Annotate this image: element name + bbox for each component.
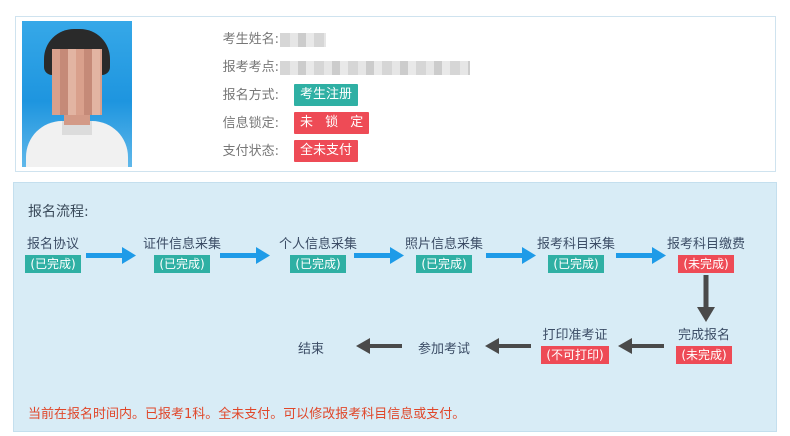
step-status-badge: (已完成) (154, 255, 210, 273)
step-label: 证件信息采集 (142, 237, 221, 252)
step-print-admission-ticket[interactable]: 打印准考证 (不可打印) (529, 328, 621, 364)
reg-method-badge: 考生注册 (294, 84, 359, 106)
arrow-down-icon (697, 275, 715, 322)
step-status-badge: (未完成) (678, 255, 734, 273)
candidate-info-card: 考生姓名: 报考考点: 报名方式: 考生注册 信息锁定: 未 锁 定 支付状态:… (15, 16, 776, 172)
label-exam-site: 报考考点: (222, 60, 279, 75)
step-label: 报考科目采集 (536, 237, 615, 252)
step-label: 个人信息采集 (278, 237, 357, 252)
step-subject-selection[interactable]: 报考科目采集 (已完成) (526, 237, 626, 273)
arrow-left-icon (485, 338, 531, 354)
arrow-right-icon (486, 247, 536, 264)
info-lock-badge: 未 锁 定 (294, 112, 370, 134)
arrow-left-icon (618, 338, 664, 354)
name-value-redacted (280, 33, 326, 47)
step-complete-registration[interactable]: 完成报名 (未完成) (664, 328, 744, 364)
status-note: 当前在报名时间内。已报考1科。全未支付。可以修改报考科目信息或支付。 (28, 407, 466, 422)
step-status-badge: (不可打印) (541, 346, 609, 364)
label-payment-status: 支付状态: (222, 144, 279, 159)
process-title: 报名流程: (28, 204, 89, 220)
step-status-badge: (已完成) (548, 255, 604, 273)
label-name: 考生姓名: (222, 32, 279, 47)
arrow-right-icon (616, 247, 666, 264)
arrow-right-icon (86, 247, 136, 264)
step-label: 报考科目缴费 (666, 237, 745, 252)
step-status-badge: (已完成) (25, 255, 81, 273)
step-subject-payment[interactable]: 报考科目缴费 (未完成) (656, 237, 756, 273)
step-take-exam: 参加考试 (418, 342, 471, 357)
step-status-badge: (未完成) (676, 346, 732, 364)
step-personal-info[interactable]: 个人信息采集 (已完成) (268, 237, 368, 273)
payment-status-badge: 全未支付 (294, 140, 359, 162)
step-agreement[interactable]: 报名协议 (已完成) (18, 237, 88, 273)
step-photo-info[interactable]: 照片信息采集 (已完成) (394, 237, 494, 273)
step-status-badge: (已完成) (290, 255, 346, 273)
label-info-lock: 信息锁定: (222, 116, 279, 131)
step-label: 打印准考证 (542, 328, 608, 343)
exam-site-value-redacted (280, 61, 470, 75)
step-label: 完成报名 (677, 328, 730, 343)
step-end: 结束 (298, 342, 325, 357)
arrow-right-icon (220, 247, 270, 264)
candidate-photo (22, 21, 132, 167)
arrow-right-icon (354, 247, 404, 264)
label-reg-method: 报名方式: (222, 88, 279, 103)
step-label: 报名协议 (26, 237, 79, 252)
arrow-left-icon (356, 338, 402, 354)
step-status-badge: (已完成) (416, 255, 472, 273)
registration-process-panel: 报名流程: 报名协议 (已完成) 证件信息采集 (已完成) 个人信息采集 (已完… (13, 182, 777, 432)
step-id-info[interactable]: 证件信息采集 (已完成) (132, 237, 232, 273)
step-label: 照片信息采集 (404, 237, 483, 252)
